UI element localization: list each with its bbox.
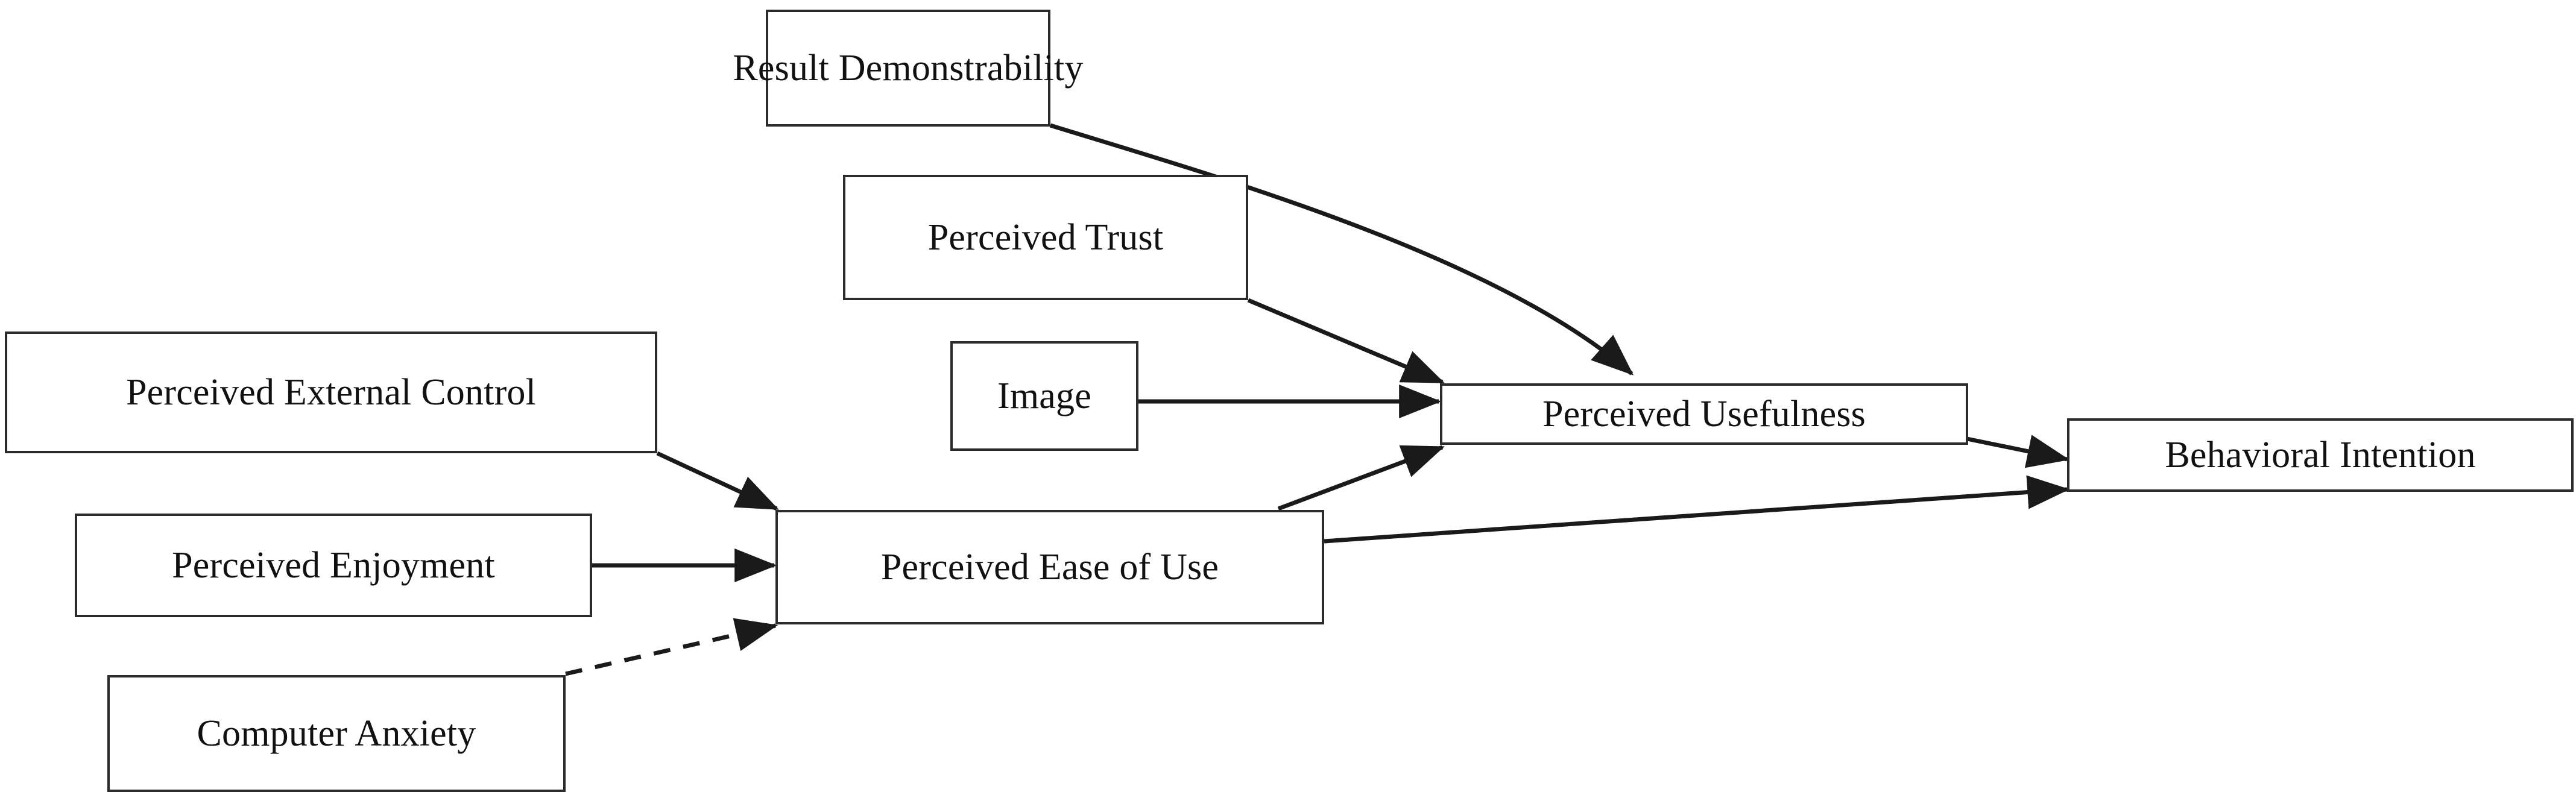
edge-perceived-external-control-to-perceived-ease-of-use	[656, 451, 779, 511]
node-label-perceived-trust: Perceived Trust	[927, 217, 1164, 258]
edge-perceived-trust-to-perceived-usefulness	[1247, 298, 1445, 385]
edge-computer-anxiety-to-perceived-ease-of-use	[565, 618, 778, 676]
node-perceived-trust[interactable]: Perceived Trust	[843, 175, 1248, 300]
node-label-image: Image	[997, 376, 1091, 416]
edge-perceived-usefulness-to-behavioral-intention	[1966, 435, 2070, 468]
node-label-computer-anxiety: Computer Anxiety	[197, 713, 476, 754]
node-behavioral-intention[interactable]: Behavioral Intention	[2067, 418, 2574, 492]
node-label-perceived-ease-of-use: Perceived Ease of Use	[880, 547, 1219, 588]
node-perceived-ease-of-use[interactable]: Perceived Ease of Use	[775, 510, 1324, 624]
node-label-perceived-external-control: Perceived External Control	[125, 372, 537, 413]
node-label-perceived-enjoyment: Perceived Enjoyment	[172, 545, 495, 586]
node-computer-anxiety[interactable]: Computer Anxiety	[107, 675, 566, 792]
node-perceived-external-control[interactable]: Perceived External Control	[5, 332, 657, 453]
node-image[interactable]: Image	[950, 341, 1138, 451]
node-label-behavioral-intention: Behavioral Intention	[2165, 435, 2476, 476]
edge-perceived-ease-of-use-to-perceived-usefulness	[1277, 445, 1445, 511]
node-label-result-demonstrability: Result Demonstrability	[733, 48, 1084, 89]
node-label-perceived-usefulness: Perceived Usefulness	[1542, 394, 1866, 435]
node-result-demonstrability[interactable]: Result Demonstrability	[733, 10, 1083, 127]
node-perceived-enjoyment[interactable]: Perceived Enjoyment	[75, 514, 592, 617]
edge-perceived-ease-of-use-to-behavioral-intention	[1324, 475, 2070, 544]
node-perceived-usefulness[interactable]: Perceived Usefulness	[1440, 383, 1968, 445]
